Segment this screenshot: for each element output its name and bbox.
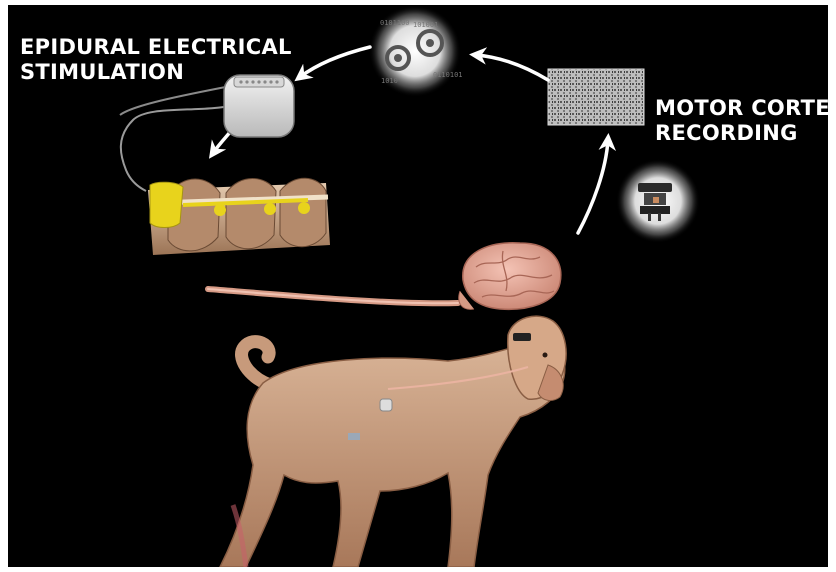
diagram-graphics: 0101100 101001 1010 0110101 xyxy=(8,5,828,567)
spinal-cord-electrode xyxy=(148,178,330,255)
label-motor-cortex-recording-line1: MOTOR CORTEX xyxy=(655,96,828,121)
macaque-illustration xyxy=(220,316,566,567)
svg-text:0101100: 0101100 xyxy=(380,19,410,27)
stimulator-implant-icon xyxy=(120,75,294,191)
label-epidural-stimulation-line1: EPIDURAL ELECTRICAL xyxy=(20,35,292,60)
wireless-headstage-icon xyxy=(616,159,700,243)
label-epidural-stimulation: EPIDURAL ELECTRICAL STIMULATION xyxy=(20,35,292,85)
svg-text:101001: 101001 xyxy=(413,21,438,29)
electrode-array-icon xyxy=(548,69,644,125)
label-epidural-stimulation-line2: STIMULATION xyxy=(20,60,292,85)
brain-illustration xyxy=(208,243,561,310)
label-motor-cortex-recording: MOTOR CORTEX RECORDING xyxy=(655,96,828,146)
svg-text:1010: 1010 xyxy=(381,77,398,85)
decoder-gear-icon: 0101100 101001 1010 0110101 xyxy=(369,5,463,97)
label-motor-cortex-recording-line2: RECORDING xyxy=(655,121,828,146)
diagram-canvas: 0101100 101001 1010 0110101 xyxy=(8,5,828,567)
svg-text:0110101: 0110101 xyxy=(433,71,463,79)
